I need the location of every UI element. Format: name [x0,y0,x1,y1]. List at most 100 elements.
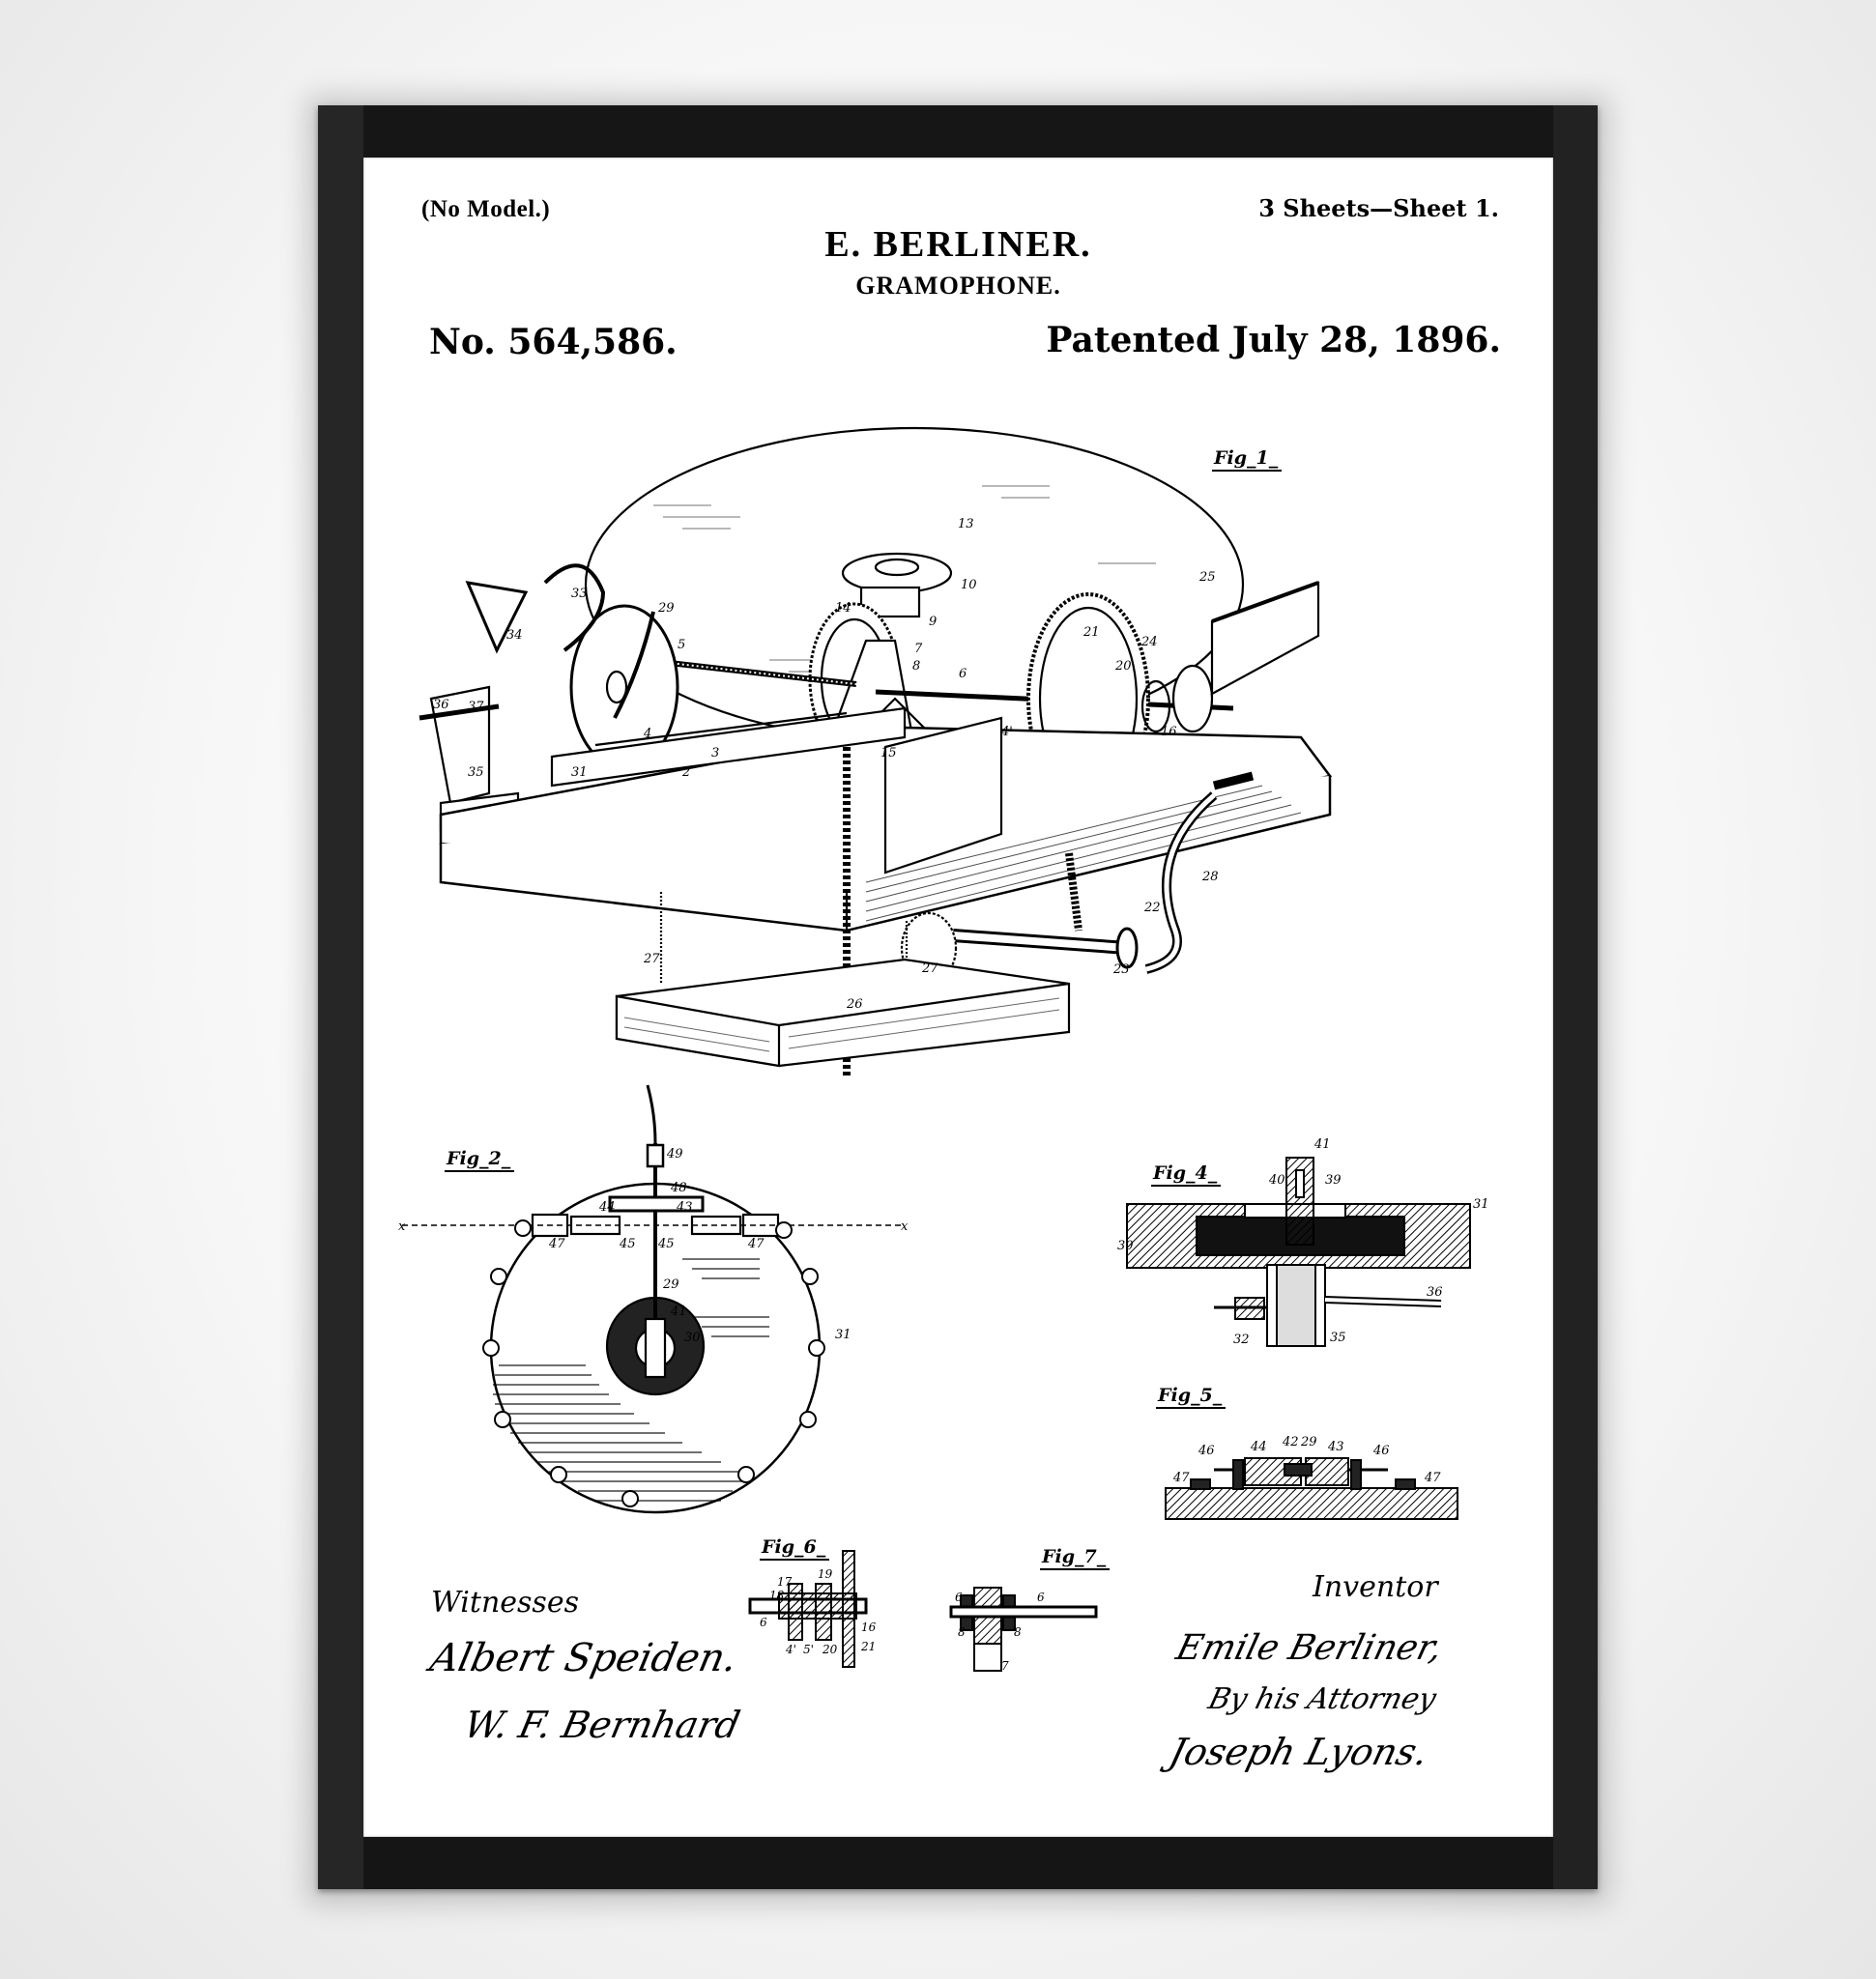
svg-text:31: 31 [1473,1197,1489,1212]
svg-text:24: 24 [1140,635,1158,649]
svg-text:8: 8 [912,659,920,674]
svg-text:39: 39 [1325,1173,1342,1188]
svg-text:13: 13 [958,517,974,531]
svg-text:20: 20 [822,1643,838,1656]
svg-text:2: 2 [681,765,690,780]
svg-text:31: 31 [835,1328,851,1342]
svg-text:4': 4' [1000,725,1013,739]
patent-sheet: (No Model.) 3 Sheets—Sheet 1. E. BERLINE… [363,158,1553,1837]
invention-title: GRAMOPHONE. [855,272,1061,300]
sheet-count: 3 Sheets—Sheet 1. [1258,194,1499,222]
by-attorney-text: By his Attorney [1204,1682,1440,1716]
svg-text:41: 41 [1313,1137,1331,1152]
svg-text:4: 4 [643,727,651,741]
svg-text:25: 25 [1198,570,1216,585]
svg-text:5: 5 [678,638,685,652]
svg-text:5': 5' [803,1643,814,1656]
svg-text:10: 10 [961,578,977,592]
witness-2-signature: W. F. Bernhard [460,1704,744,1746]
svg-text:41: 41 [670,1305,687,1319]
svg-text:46: 46 [1372,1444,1390,1458]
svg-text:8: 8 [1014,1625,1022,1639]
svg-text:44: 44 [1250,1440,1267,1454]
fig-7-label: Fig_7_ [1040,1546,1111,1570]
svg-text:29: 29 [662,1277,679,1292]
fig-7-section-drawing: 6 6 8 8 7 [949,1587,1098,1673]
svg-text:x: x [398,1219,406,1234]
svg-text:6: 6 [1037,1591,1045,1604]
svg-text:16: 16 [861,1620,877,1634]
svg-text:8: 8 [958,1625,966,1639]
svg-text:45: 45 [619,1237,636,1251]
fig-6-label: Fig_6_ [760,1536,830,1561]
svg-text:28: 28 [1201,870,1219,884]
svg-text:4': 4' [785,1643,796,1656]
svg-text:20: 20 [1114,659,1132,674]
svg-text:6: 6 [959,667,967,681]
frame-top [318,105,1598,158]
svg-text:7: 7 [1001,1659,1009,1673]
svg-text:45: 45 [657,1237,675,1251]
svg-text:37: 37 [468,700,484,714]
svg-text:33: 33 [571,587,588,601]
svg-text:23: 23 [1112,962,1130,977]
svg-text:47: 47 [747,1237,765,1251]
svg-text:36: 36 [433,698,449,712]
fig-2-label: Fig_2_ [445,1148,515,1172]
svg-text:7: 7 [914,642,923,656]
svg-text:46: 46 [1198,1444,1215,1458]
svg-text:27: 27 [643,952,660,966]
frame-left [318,105,363,1889]
fig-5-label: Fig_5_ [1156,1385,1227,1409]
svg-text:14: 14 [835,601,851,616]
no-model-note: (No Model.) [421,196,551,222]
svg-text:44: 44 [598,1200,616,1215]
frame-right [1553,105,1598,1889]
svg-text:34: 34 [506,628,523,643]
svg-text:x: x [901,1219,909,1234]
svg-text:17: 17 [777,1575,793,1589]
patent-number: No. 564,586. [429,322,678,362]
svg-text:40: 40 [1268,1173,1285,1188]
svg-text:43: 43 [1327,1440,1344,1454]
witnesses-label: Witnesses [431,1586,579,1620]
fig-4-section-drawing: 41 40 39 30 31 32 35 36 [1117,1137,1489,1347]
svg-text:29: 29 [1300,1435,1317,1449]
svg-text:9: 9 [929,615,937,629]
svg-text:29: 29 [657,601,675,616]
svg-text:49: 49 [666,1147,683,1162]
attorney-signature: Joseph Lyons. [1165,1731,1433,1773]
svg-text:19: 19 [818,1567,833,1581]
inventor-signature: Emile Berliner, [1171,1628,1447,1668]
inventor-name: E. BERLINER. [824,224,1092,265]
fig-2-sound-box-drawing: 49 48 44 43 x x 47 45 45 47 29 41 30 31 [398,1084,909,1514]
svg-text:43: 43 [676,1200,693,1215]
svg-text:36: 36 [1427,1285,1443,1300]
svg-text:16: 16 [1161,725,1177,739]
svg-text:27: 27 [921,961,938,976]
svg-text:42: 42 [1282,1435,1299,1449]
svg-text:30: 30 [684,1331,701,1345]
svg-text:30: 30 [1117,1239,1134,1253]
svg-text:31: 31 [571,765,588,780]
svg-text:32: 32 [1233,1333,1250,1347]
svg-text:47: 47 [1172,1471,1190,1485]
svg-text:47: 47 [548,1237,565,1251]
svg-text:6: 6 [955,1591,963,1604]
svg-text:48: 48 [670,1181,687,1195]
svg-text:18: 18 [769,1589,785,1602]
svg-text:26: 26 [846,997,863,1012]
inventor-label: Inventor [1313,1570,1438,1604]
frame-bottom [318,1837,1598,1889]
fig-5-section-drawing: 46 44 42 29 43 46 47 47 [1165,1435,1458,1520]
fig-4-label: Fig_4_ [1151,1162,1222,1187]
svg-text:35: 35 [1330,1331,1346,1345]
svg-text:6: 6 [760,1616,767,1629]
svg-text:47: 47 [1424,1471,1441,1485]
svg-text:15: 15 [880,746,897,760]
svg-text:21: 21 [860,1640,876,1653]
patent-date: Patented July 28, 1896. [1046,320,1501,360]
svg-text:3: 3 [711,746,719,760]
